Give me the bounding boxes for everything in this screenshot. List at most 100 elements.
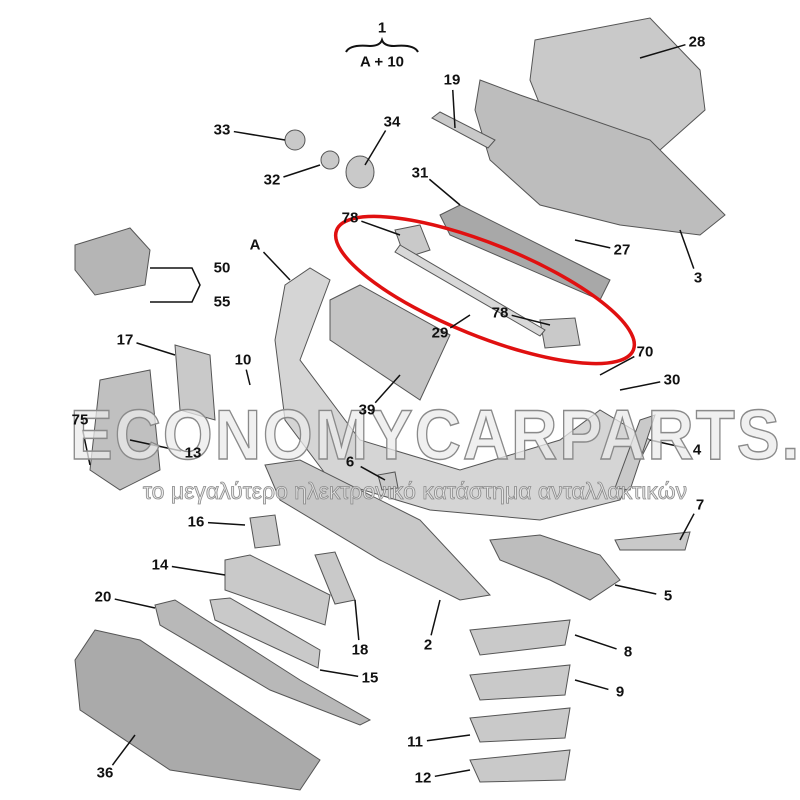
leader-line-32 xyxy=(283,164,321,178)
callout-50: 50 xyxy=(213,259,231,277)
assembly-brace xyxy=(345,36,419,53)
callout-17: 17 xyxy=(116,331,134,349)
part-a-bumper xyxy=(274,267,651,521)
watermark-brand: ECONOMYCARPARTS.gr xyxy=(69,395,800,476)
part-36-undertray xyxy=(74,629,321,791)
leader-line-36 xyxy=(111,734,136,766)
callout-11: 11 xyxy=(407,733,423,751)
part-17-bracket xyxy=(174,344,216,421)
callout-9: 9 xyxy=(615,683,625,701)
highlight-ellipse xyxy=(333,214,637,366)
callout-5: 5 xyxy=(663,587,673,605)
callout-28: 28 xyxy=(688,33,706,51)
leader-line-34 xyxy=(364,130,387,166)
assembly-formula: A + 10 xyxy=(359,53,405,71)
leader-line-20 xyxy=(114,598,156,609)
callout-32: 32 xyxy=(263,171,281,189)
part-50-55-kit xyxy=(74,227,151,296)
part-6-clip xyxy=(377,471,399,491)
callout-A: A xyxy=(249,236,261,254)
callout-12: 12 xyxy=(414,769,432,787)
callout-8: 8 xyxy=(623,643,633,661)
part-16-insert xyxy=(249,514,281,549)
callout-34: 34 xyxy=(383,113,401,131)
leader-line-5 xyxy=(614,584,657,595)
leader-line-17 xyxy=(136,342,176,356)
part-11-fog-cover xyxy=(469,707,571,743)
callout-29: 29 xyxy=(431,324,449,342)
callout-78: 78 xyxy=(491,304,509,322)
leader-line-18 xyxy=(354,599,360,641)
leader-line-70 xyxy=(599,355,635,376)
part-39-beam xyxy=(329,284,451,401)
callout-18: 18 xyxy=(351,641,369,659)
callout-33: 33 xyxy=(213,121,231,139)
leader-line-33 xyxy=(233,130,286,141)
leader-line-30 xyxy=(619,381,661,391)
part-31-absorber xyxy=(439,204,611,301)
callout-13: 13 xyxy=(184,444,202,462)
callout-2: 2 xyxy=(423,636,433,654)
callout-31: 31 xyxy=(411,164,429,182)
leader-line-8 xyxy=(574,634,617,650)
callout-75: 75 xyxy=(71,411,89,429)
callout-19: 19 xyxy=(443,71,461,89)
callout-10: 10 xyxy=(234,351,252,369)
part-4-side-bracket xyxy=(614,414,656,491)
part-9-fog-cover xyxy=(469,664,571,701)
leader-line-14 xyxy=(171,565,226,576)
part-15-strip xyxy=(209,597,321,669)
leader-line-A xyxy=(262,251,291,281)
callout-6: 6 xyxy=(345,453,355,471)
callout-3: 3 xyxy=(693,269,703,287)
leader-line-12 xyxy=(434,769,471,778)
leader-line-78 xyxy=(361,220,401,236)
leader-line-16 xyxy=(207,521,246,526)
leader-line-6 xyxy=(360,465,386,481)
leader-line-9 xyxy=(574,679,609,691)
leader-line-3 xyxy=(679,229,695,269)
callout-20: 20 xyxy=(94,588,112,606)
leader-line-27 xyxy=(574,239,611,249)
leader-line-4 xyxy=(649,439,686,449)
assembly-number: 1 xyxy=(377,19,387,37)
leader-line-29 xyxy=(449,314,471,329)
leader-line-19 xyxy=(451,89,456,129)
leader-line-11 xyxy=(426,734,471,742)
part-78-bracket-right xyxy=(539,317,581,349)
part-8-fog-cover xyxy=(469,619,571,656)
callout-30: 30 xyxy=(663,371,681,389)
part-29-bar xyxy=(394,244,546,337)
leader-line-28 xyxy=(639,43,686,59)
callout-39: 39 xyxy=(358,401,376,419)
callout-78: 78 xyxy=(341,209,359,227)
leader-line-13 xyxy=(129,439,182,452)
part-12-fog-cover xyxy=(469,749,571,783)
watermark-tagline: το μεγαλύτερο ηλεκτρονικό κατάστημα αντα… xyxy=(142,478,688,505)
leader-line-75 xyxy=(81,429,91,466)
part-lower-grille xyxy=(264,459,492,601)
part-32-clip xyxy=(320,150,340,170)
part-34-emblem xyxy=(345,155,375,189)
callout-36: 36 xyxy=(96,764,114,782)
part-5-bracket xyxy=(489,534,621,601)
callout-14: 14 xyxy=(151,556,169,574)
callout-70: 70 xyxy=(636,343,654,361)
callout-16: 16 xyxy=(187,513,205,531)
leader-line-78 xyxy=(511,314,551,326)
part-7-trim xyxy=(614,531,691,551)
leader-line-7 xyxy=(679,513,695,541)
callout-27: 27 xyxy=(613,241,631,259)
leader-line-31 xyxy=(428,178,461,206)
part-14-grille xyxy=(224,554,331,626)
leader-line-15 xyxy=(319,669,359,678)
part-20-strip xyxy=(154,599,372,726)
callout-4: 4 xyxy=(692,441,702,459)
part-13-air-duct xyxy=(89,369,161,491)
part-33-clip xyxy=(284,129,306,151)
callout-15: 15 xyxy=(361,669,379,687)
callout-55: 55 xyxy=(213,293,231,311)
kit-bracket-lines xyxy=(150,267,201,303)
